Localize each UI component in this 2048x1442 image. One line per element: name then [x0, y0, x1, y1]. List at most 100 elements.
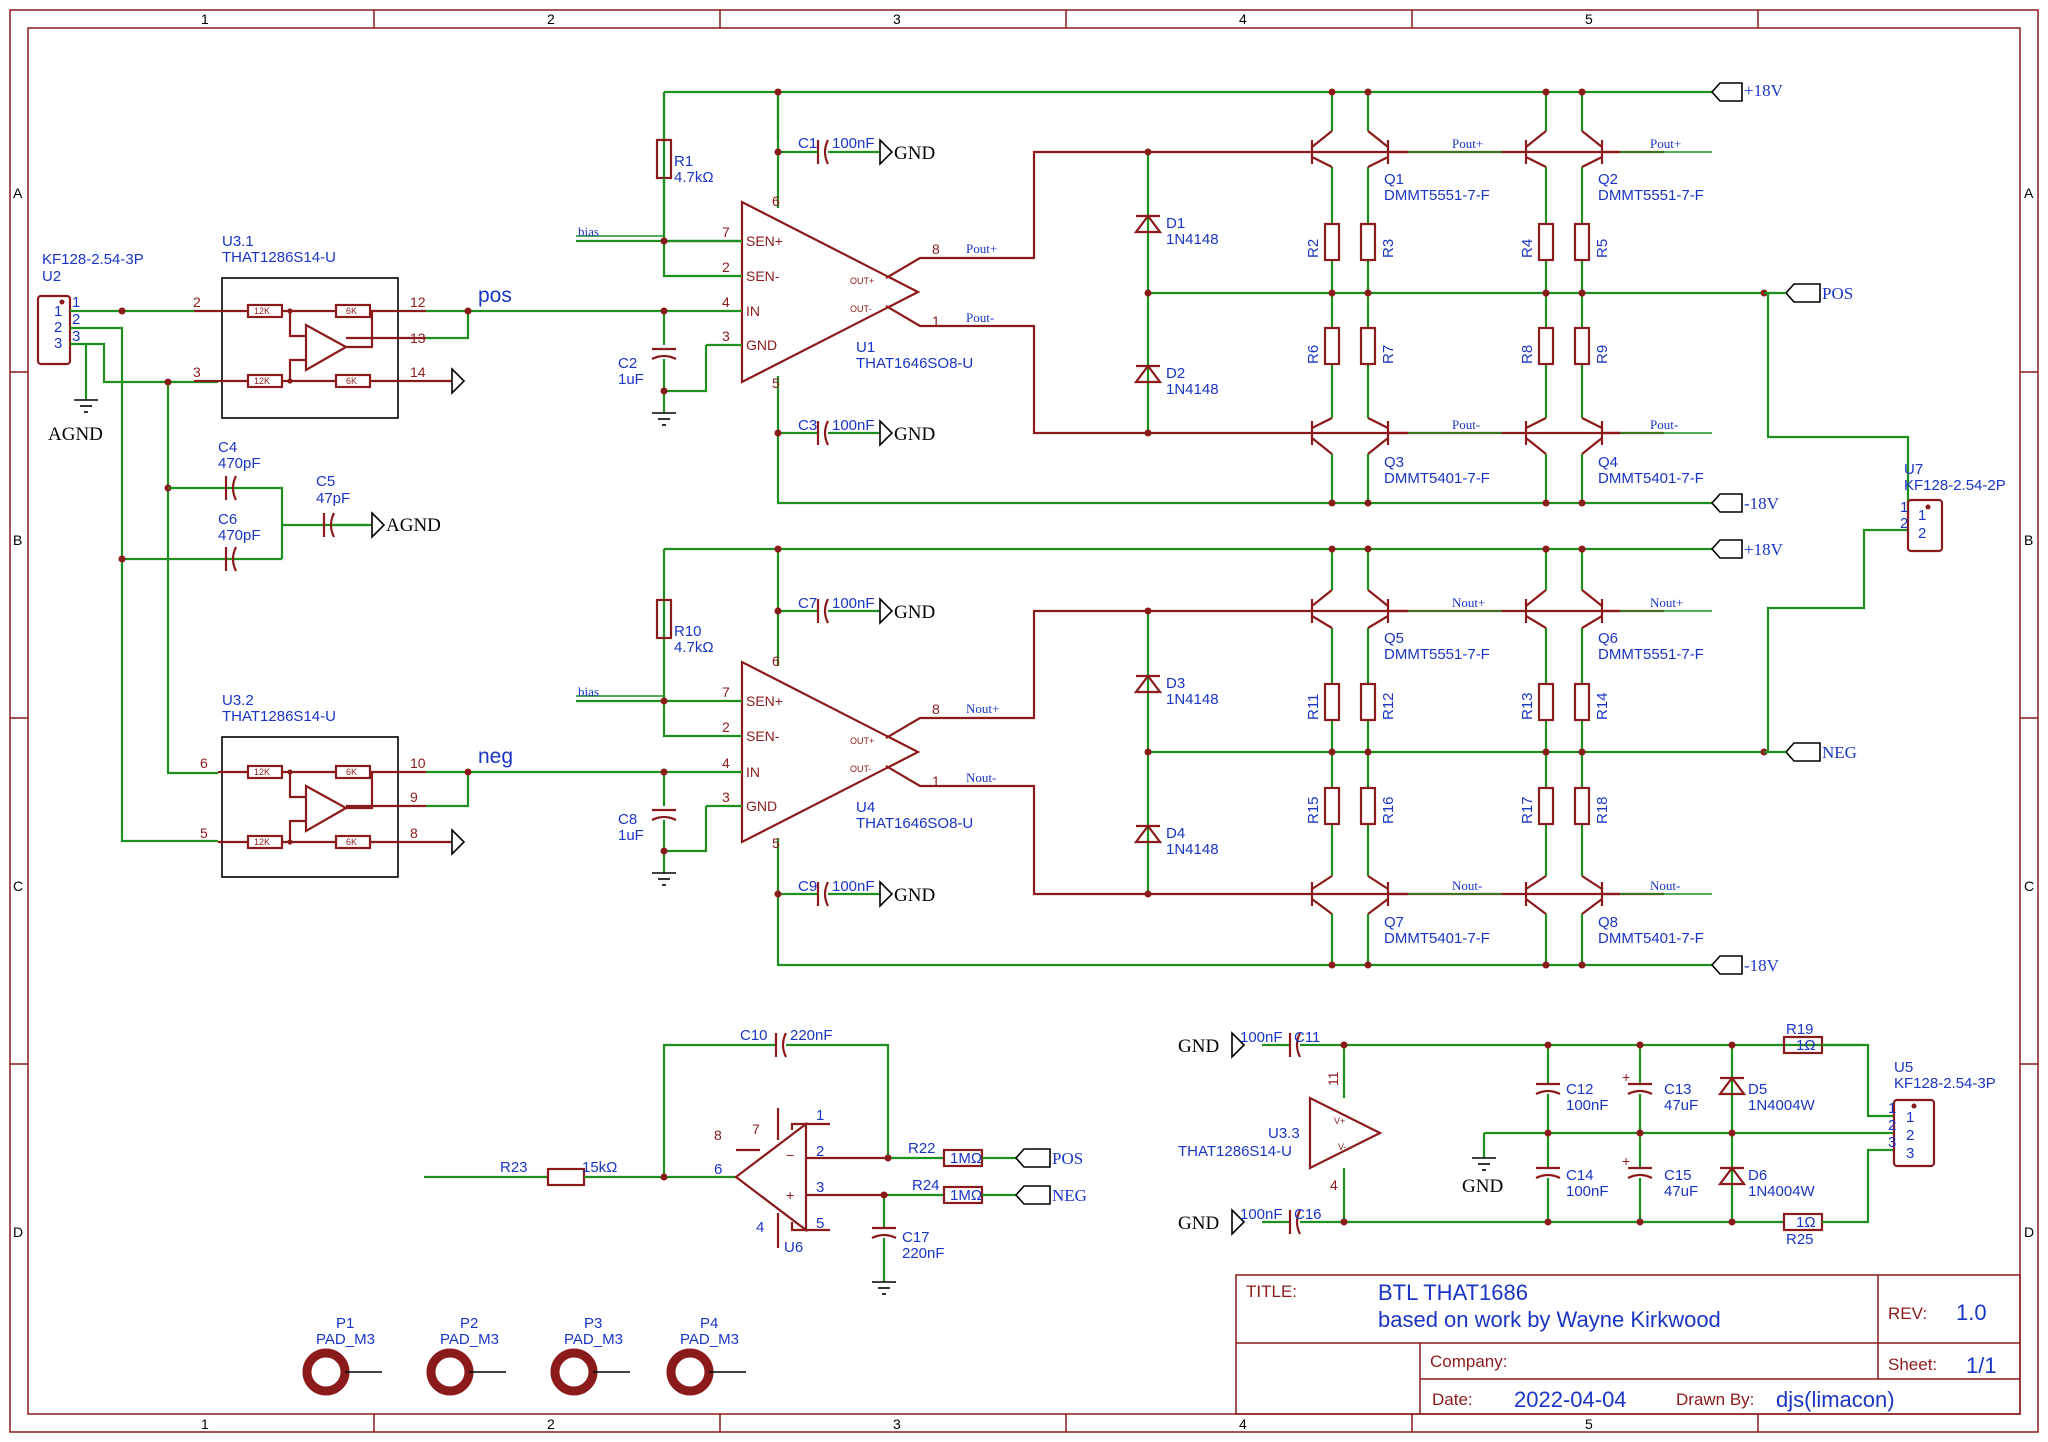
c8-value: 1uF	[618, 827, 644, 844]
c11-name: C11	[1294, 1029, 1320, 1046]
r19-value: 1Ω	[1796, 1037, 1816, 1054]
u5-pin-3: 3	[1906, 1145, 1914, 1162]
u5-pin-1: 1	[1906, 1109, 1914, 1126]
supply-gnd-label: GND	[1462, 1176, 1503, 1197]
date-value: 2022-04-04	[1514, 1387, 1627, 1412]
u1-sen-minus: SEN-	[746, 268, 780, 284]
agnd-label-c5: AGND	[386, 515, 441, 536]
u4-pin-3: 3	[722, 789, 730, 805]
sheet-value: 1/1	[1966, 1353, 1997, 1378]
u32-value: THAT1286S14-U	[222, 708, 336, 725]
u7-pin-1: 1	[1918, 507, 1926, 524]
u1-value: THAT1646SO8-U	[856, 355, 973, 372]
q5-value: DMMT5551-7-F	[1384, 646, 1490, 663]
u6-minus-sign: −	[786, 1147, 794, 1163]
c7-value: 100nF	[832, 595, 875, 612]
u5-pin-3-num: 3	[1888, 1134, 1896, 1151]
u32-pin-5: 5	[200, 825, 208, 841]
u6-pin-8: 8	[714, 1127, 722, 1143]
u32-r1-label: 12K	[254, 767, 270, 777]
u1-pin-6: 6	[772, 193, 780, 209]
u2-pin-2: 2	[54, 319, 62, 336]
u7-name: U7	[1904, 461, 1923, 478]
u7-value: KF128-2.54-2P	[1904, 477, 2006, 494]
u31-pin-2: 2	[193, 294, 201, 310]
r2-label: R2	[1305, 239, 1322, 258]
r11-label: R11	[1305, 694, 1322, 720]
q6-value: DMMT5551-7-F	[1598, 646, 1704, 663]
r23-name: R23	[500, 1159, 528, 1176]
u7-pin-1-num: 1	[1900, 499, 1908, 516]
q1-name: Q1	[1384, 171, 1404, 188]
col-label-1-bottom: 1	[201, 1416, 209, 1432]
q2-net-pout-plus: Pout+	[1650, 136, 1681, 151]
q1-value: DMMT5551-7-F	[1384, 187, 1490, 204]
u2-name: U2	[42, 268, 61, 285]
col-label-4-top: 4	[1239, 11, 1247, 27]
u5-value: KF128-2.54-3P	[1894, 1075, 1996, 1092]
row-label-a-right: A	[2024, 185, 2034, 201]
col-label-5-top: 5	[1585, 11, 1593, 27]
c17-name: C17	[902, 1229, 930, 1246]
u33-pin-4: 4	[1330, 1177, 1338, 1193]
u1-sen-plus: SEN+	[746, 233, 783, 249]
row-label-c-left: C	[13, 878, 23, 894]
u5-pin-2-num: 2	[1888, 1117, 1896, 1134]
c9-value: 100nF	[832, 878, 875, 895]
u2-pin-3-num: 3	[72, 328, 80, 345]
c10-name: C10	[740, 1027, 768, 1044]
input-wiring	[70, 307, 368, 843]
flag-plus18-bottom: +18V	[1744, 540, 1784, 559]
u4-pin-2: 2	[722, 719, 730, 735]
col-label-1-top: 1	[201, 11, 209, 27]
u32-pin-9: 9	[410, 789, 418, 805]
c9-name: C9	[798, 878, 817, 895]
c6-value: 470pF	[218, 527, 261, 544]
u31-pin-13: 13	[410, 330, 426, 346]
col-label-3-top: 3	[893, 11, 901, 27]
c1-name: C1	[798, 135, 817, 152]
u1-pout-minus: Pout-	[966, 310, 994, 325]
flag-POS-out: POS	[1822, 284, 1853, 303]
u32-pin-10: 10	[410, 755, 426, 771]
p3-value: PAD_M3	[564, 1331, 623, 1348]
q7-value: DMMT5401-7-F	[1384, 930, 1490, 947]
u33-vplus: V+	[1334, 1116, 1345, 1126]
r25-value: 1Ω	[1796, 1214, 1816, 1231]
title-block: TITLE: BTL THAT1686 based on work by Way…	[1235, 1274, 2021, 1415]
r8-label: R8	[1519, 345, 1536, 364]
pad-p2: P2 PAD_M3	[426, 1315, 506, 1396]
drawn-by-key: Drawn By:	[1676, 1390, 1754, 1409]
flag-NEG-out: NEG	[1822, 743, 1857, 762]
r5-label: R5	[1594, 239, 1611, 258]
q5-net-nout-plus: Nout+	[1452, 595, 1485, 610]
p1-value: PAD_M3	[316, 1331, 375, 1348]
rev-value: 1.0	[1956, 1300, 1987, 1325]
driver-u4: GND GND C7 100nF C9 100nF R10 4.7kΩ C8 1…	[576, 545, 1712, 967]
col-label-5-bottom: 5	[1585, 1416, 1593, 1432]
row-label-d-left: D	[13, 1224, 23, 1240]
r15-label: R15	[1305, 796, 1322, 824]
u4-pin-4: 4	[722, 755, 730, 771]
agnd-symbol-input: AGND	[48, 399, 103, 445]
r17-label: R17	[1519, 796, 1536, 824]
u31-r4-label: 6K	[346, 376, 357, 386]
output-stage-top: D1 1N4148 D2 1N4148 R2 R3 R4 R5	[1133, 88, 1768, 507]
servo-flag-NEG: NEG	[1052, 1186, 1087, 1205]
u6-pin-7: 7	[752, 1121, 760, 1137]
c2-name: C2	[618, 355, 637, 372]
u4-name: U4	[856, 799, 875, 816]
r22-value: 1MΩ	[950, 1150, 982, 1167]
u1-in: IN	[746, 303, 760, 319]
c14-value: 100nF	[1566, 1183, 1609, 1200]
c16-name: C16	[1294, 1206, 1322, 1223]
c11-value: 100nF	[1240, 1029, 1283, 1046]
u4-bias-label: bias	[578, 684, 599, 699]
c15-name: C15	[1664, 1167, 1692, 1184]
u33-pin-11: 11	[1325, 1071, 1341, 1086]
u6-pin-5: 5	[816, 1215, 824, 1232]
title-line-2: based on work by Wayne Kirkwood	[1378, 1307, 1721, 1332]
r24-name: R24	[912, 1177, 940, 1194]
u4-pin-5: 5	[772, 835, 780, 851]
